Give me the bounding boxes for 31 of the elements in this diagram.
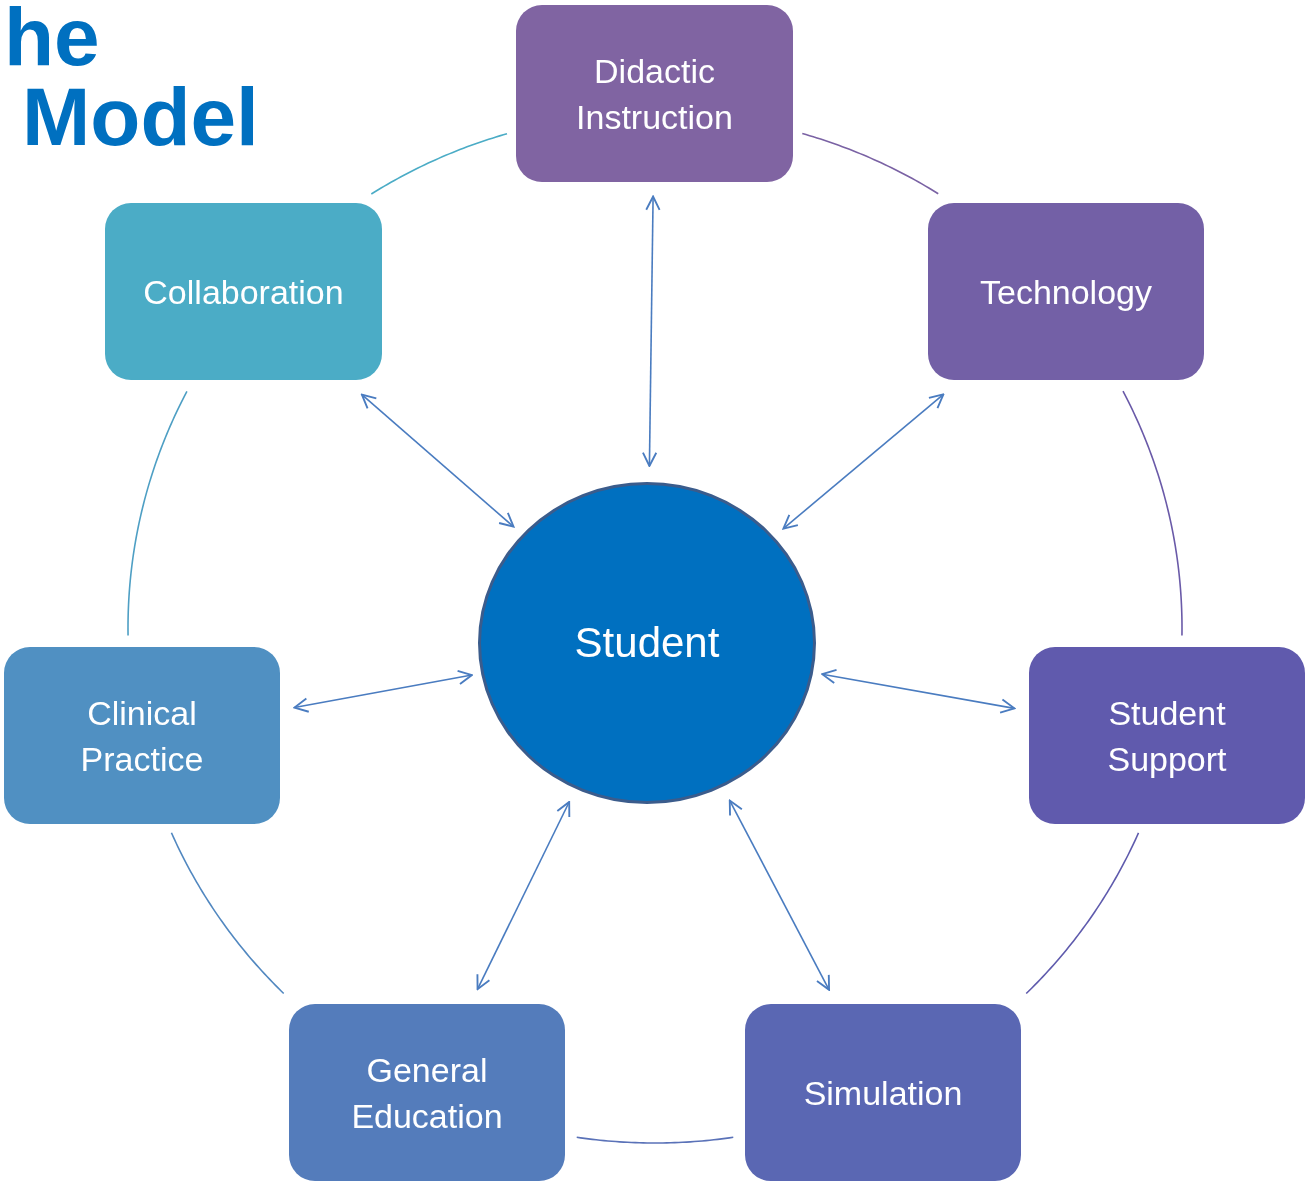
node-label: Collaboration: [143, 271, 344, 313]
node-label: Didactic Instruction: [575, 50, 734, 138]
connector-arc: [370, 132, 508, 195]
title-fragment: he: [4, 0, 100, 78]
double-arrow: [476, 801, 571, 991]
node-label: Student Support: [1106, 692, 1228, 780]
double-arrow: [821, 669, 1016, 714]
connector-arc: [127, 390, 188, 637]
node-label: Simulation: [803, 1072, 963, 1114]
connector-arc: [1025, 832, 1140, 995]
rounded-box: [4, 647, 280, 824]
double-arrow: [293, 670, 473, 713]
double-arrow: [728, 799, 830, 991]
connector-arc: [801, 132, 940, 195]
connector-arc: [575, 1136, 735, 1144]
double-arrow: [782, 393, 945, 530]
node-label: General Education: [350, 1049, 504, 1137]
node-label: Clinical Practice: [79, 692, 205, 780]
node-label: Technology: [980, 271, 1152, 313]
node-label: Student: [574, 620, 720, 666]
rounded-box: [745, 1004, 1021, 1181]
double-arrow: [360, 393, 515, 528]
rounded-box: [1029, 647, 1305, 824]
connector-arc: [1122, 390, 1183, 637]
rounded-box: [516, 5, 793, 182]
rounded-box: [928, 203, 1204, 380]
double-arrow: [642, 195, 661, 467]
title: Model: [22, 76, 259, 158]
connector-arc: [170, 831, 285, 995]
rounded-box: [289, 1004, 565, 1181]
rounded-box: [105, 203, 382, 380]
